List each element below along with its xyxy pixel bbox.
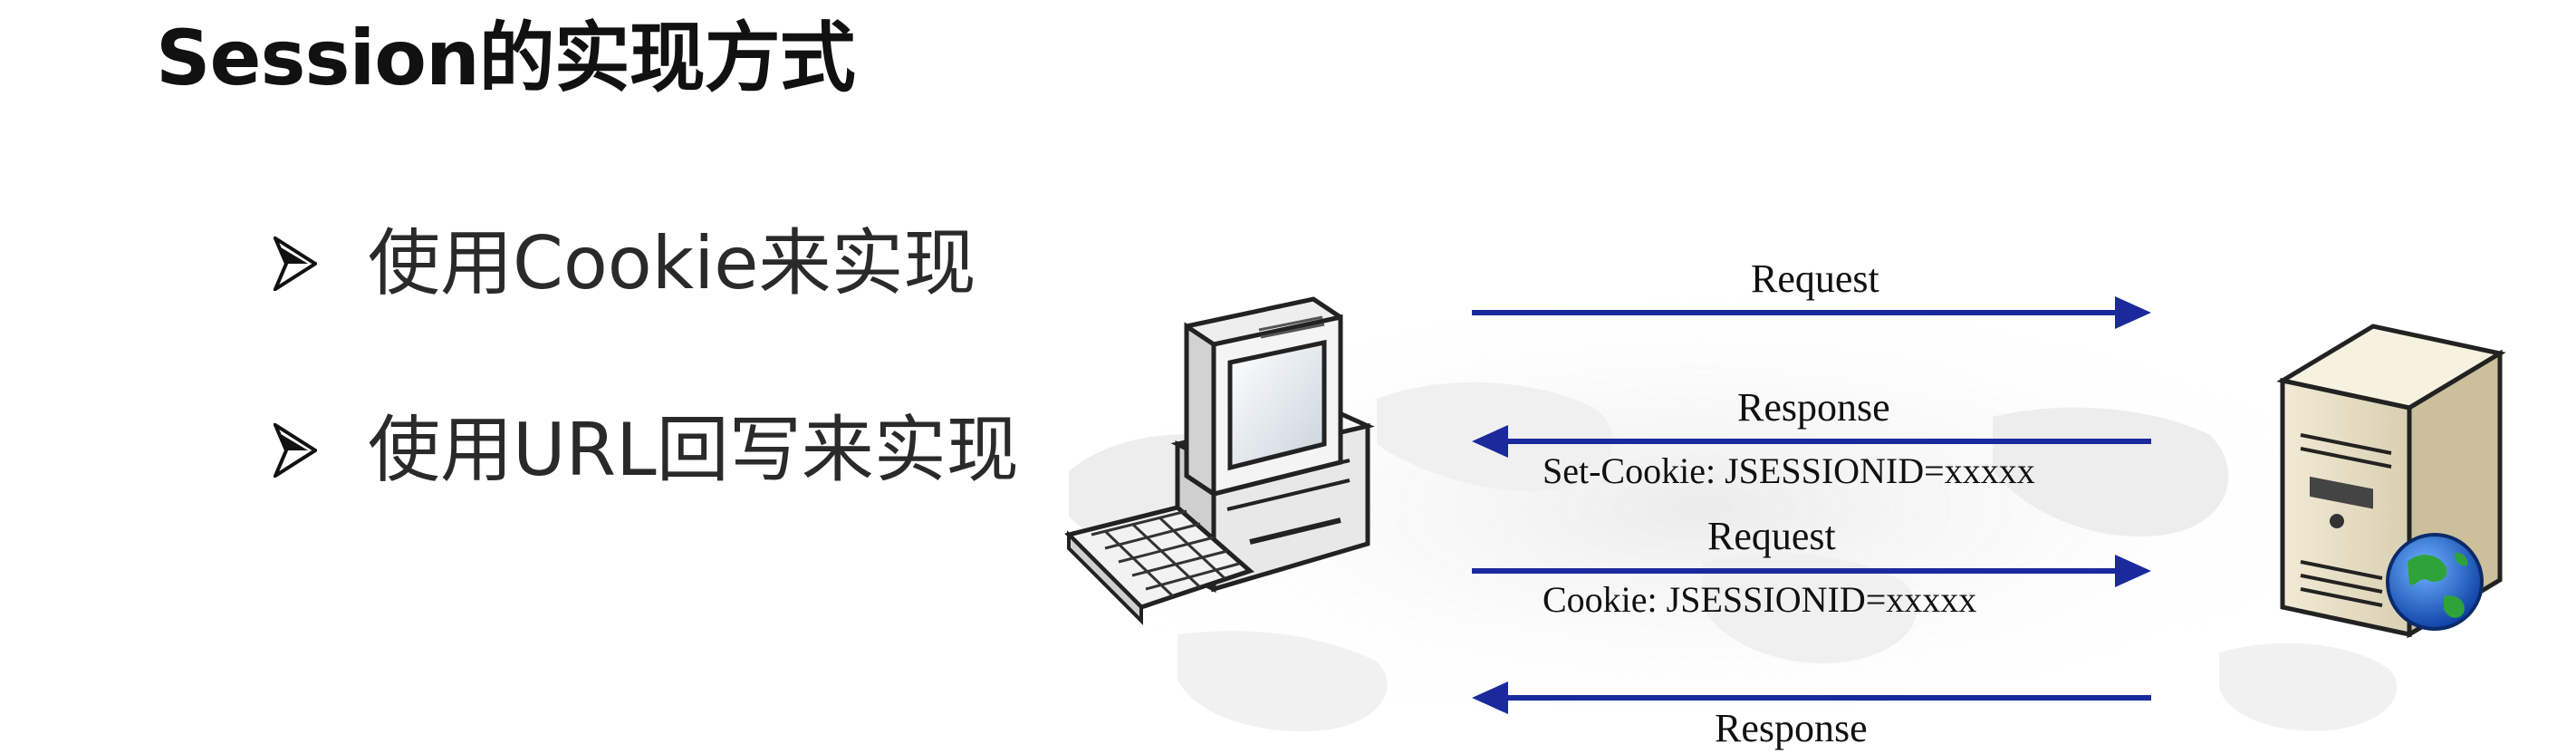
- server-globe-icon: [2276, 324, 2506, 639]
- bullet-text: 使用Cookie来实现: [368, 221, 976, 305]
- bullet-item-url-rewrite: 使用URL回写来实现: [268, 401, 1019, 500]
- arrow-request-1: [1472, 296, 2151, 329]
- message-label-request-1: Request: [1751, 256, 1879, 301]
- arrow-response-1: [1472, 425, 2151, 458]
- bullet-list: 使用Cookie来实现 使用URL回写来实现: [268, 214, 1019, 587]
- arrow-request-2: [1472, 555, 2151, 587]
- message-arrows: [1472, 296, 2151, 714]
- message-sublabel-set-cookie: Set-Cookie: JSESSIONID=xxxxx: [1543, 450, 2035, 491]
- bullet-item-cookie: 使用Cookie来实现: [268, 214, 1019, 314]
- desktop-computer-icon: [1064, 296, 1375, 625]
- arrowhead-bullet-icon: [268, 419, 322, 482]
- bullet-text: 使用URL回写来实现: [368, 408, 1019, 492]
- slide-title: Session的实现方式: [156, 14, 856, 102]
- arrow-response-2: [1472, 682, 2151, 714]
- message-label-response-1: Response: [1737, 385, 1890, 430]
- message-sublabel-cookie: Cookie: JSESSIONID=xxxxx: [1543, 579, 1977, 620]
- message-label-request-2: Request: [1707, 514, 1836, 558]
- arrowhead-bullet-icon: [268, 232, 322, 295]
- message-label-response-2: Response: [1715, 706, 1868, 750]
